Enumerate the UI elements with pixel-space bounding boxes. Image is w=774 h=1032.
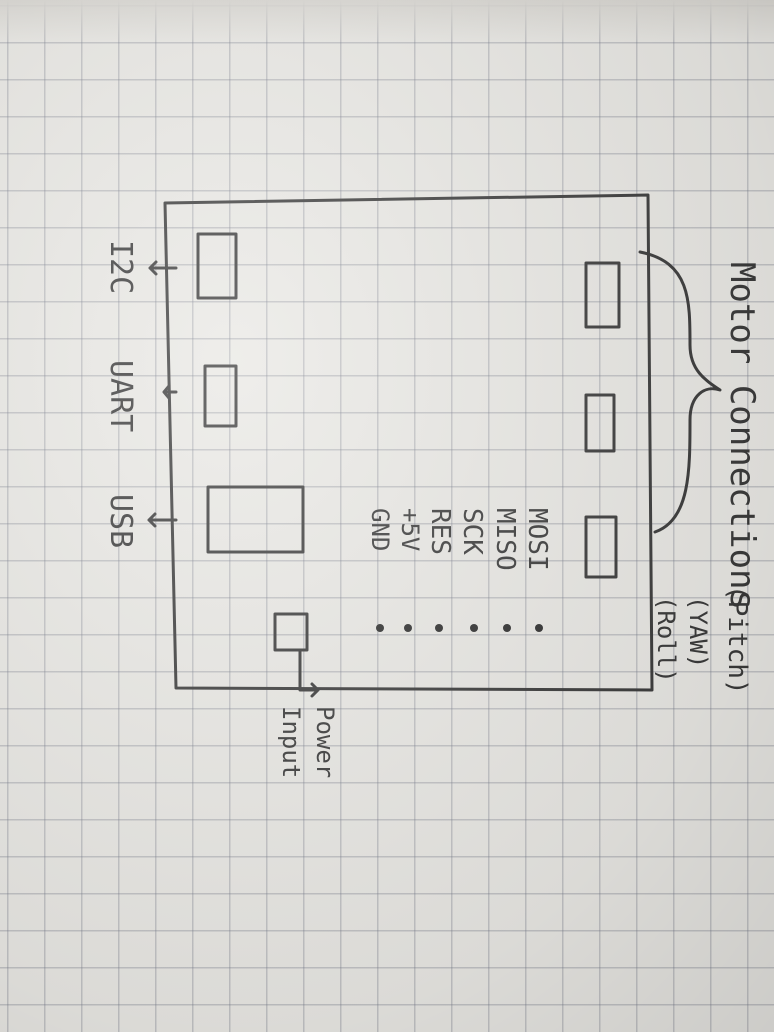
motor-connector-3 — [584, 515, 618, 579]
board-outline — [163, 193, 654, 692]
usb-connector — [206, 485, 305, 554]
motor-connector-1 — [584, 261, 621, 329]
pin-label-gnd: GND — [366, 508, 394, 552]
uart-connector — [203, 364, 238, 428]
usb-arrow — [147, 512, 178, 528]
paper-edge — [0, 0, 774, 42]
pin-label-miso: MISO — [490, 508, 520, 571]
motor-axis-roll: (Roll) — [652, 596, 680, 683]
pin-dot-mosi — [535, 624, 543, 632]
power-arrow — [298, 648, 320, 698]
pin-label-mosi: MOSI — [522, 508, 552, 571]
i2c-arrow — [148, 260, 178, 276]
pin-dot-miso — [503, 624, 511, 632]
port-label-usb: USB — [103, 494, 138, 549]
i2c-connector — [196, 232, 238, 300]
pin-dot-res — [435, 624, 443, 632]
pin-label-res: RES — [425, 508, 455, 555]
motor-brace — [638, 250, 722, 534]
pin-dot-5v — [404, 624, 412, 632]
motor-connections-label: Motor Connections — [722, 262, 762, 610]
motor-connector-2 — [584, 393, 616, 453]
motor-axis-yaw: (YAW) — [684, 596, 712, 669]
pin-label-5v: +5V — [396, 508, 424, 552]
power-connector — [273, 612, 309, 652]
motor-axis-pitch: (Pitch) — [722, 585, 752, 695]
pin-dot-sck — [470, 624, 478, 632]
port-label-i2c: I2C — [103, 240, 138, 295]
uart-arrow — [162, 384, 178, 400]
pin-label-sck: SCK — [457, 508, 487, 555]
pin-dot-gnd — [376, 624, 384, 632]
port-label-uart: UART — [103, 360, 138, 433]
power-input-label: Power Input — [277, 706, 339, 779]
